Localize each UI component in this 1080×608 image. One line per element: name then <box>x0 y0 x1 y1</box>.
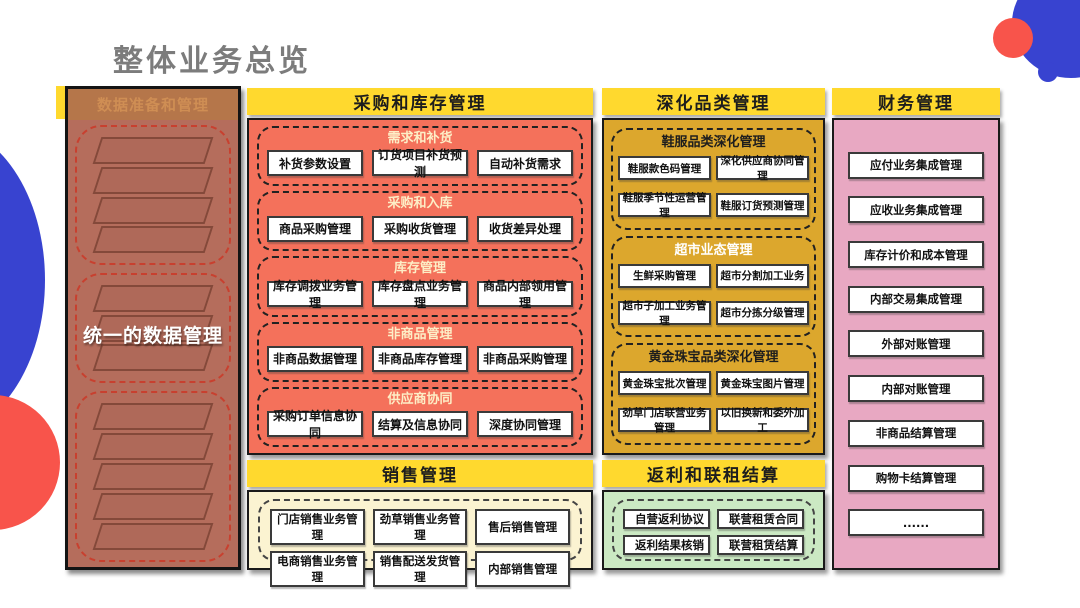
section-supplier-collaboration: 供应商协同 采购订单信息协同 结算及信息协同 深度协同管理 <box>257 386 583 448</box>
item-box: 超市子加工业务管理 <box>618 300 711 327</box>
data-entity-shape <box>92 196 214 224</box>
page-title: 整体业务总览 <box>113 44 311 79</box>
item-box: 结算及信息协同 <box>372 411 468 438</box>
section-title: 非商品管理 <box>387 326 453 342</box>
data-entity-shape <box>92 433 214 461</box>
item-box: 应收业务集成管理 <box>848 196 984 224</box>
item-box: 电商销售业务管理 <box>270 551 365 587</box>
item-box: 库存计价和成本管理 <box>848 241 984 269</box>
data-entity-shape <box>92 136 214 164</box>
section-title: 鞋服品类深化管理 <box>661 135 766 150</box>
item-box: 非商品采购管理 <box>477 345 573 372</box>
panel-category: 鞋服品类深化管理 鞋服款色码管理 深化供应商协同管理 鞋服季节性运营管理 鞋服订… <box>602 118 825 455</box>
data-entity-shape <box>92 166 214 194</box>
item-box: 购物卡结算管理 <box>848 464 984 492</box>
section-title: 需求和补货 <box>387 131 453 146</box>
data-entity-shape <box>92 344 214 372</box>
data-group-1 <box>75 125 231 266</box>
panel-rebate-header: 返利和联租结算 <box>602 460 825 487</box>
section-demand-replenishment: 需求和补货 补货参数设置 订货项目补货预测 自动补货需求 <box>257 126 583 187</box>
item-box: 收货差异处理 <box>477 215 573 242</box>
unified-data-label: 统一的数据管理 <box>82 325 223 347</box>
item-box: 自营返利协议 <box>623 509 710 529</box>
item-box: 联营租赁结算 <box>717 535 804 555</box>
item-box: 补货参数设置 <box>267 150 363 177</box>
panel-procurement: 需求和补货 补货参数设置 订货项目补货预测 自动补货需求 采购和入库 商品采购管… <box>247 118 593 455</box>
panel-rebate: 自营返利协议 联营租赁合同 返利结果核销 联营租赁结算 <box>602 490 825 570</box>
section-non-merchandise: 非商品管理 非商品数据管理 非商品库存管理 非商品采购管理 <box>257 321 583 382</box>
item-box: 商品采购管理 <box>267 215 363 242</box>
item-box: 联营租赁合同 <box>717 509 804 529</box>
panel-data-preparation-header: 数据准备和管理 <box>68 89 238 120</box>
data-group-2 <box>75 273 231 384</box>
panel-sales: 门店销售业务管理 劲草销售业务管理 售后销售管理 电商销售业务管理 销售配送发货… <box>247 490 593 587</box>
decor-blue-dot-top-right <box>1038 62 1058 82</box>
decor-red-circle-top-right <box>993 18 1033 58</box>
data-groups <box>68 120 238 567</box>
data-entity-shape <box>92 463 214 491</box>
item-box: 内部销售管理 <box>475 551 570 587</box>
item-box: 内部对账管理 <box>848 375 984 403</box>
item-box: 深化供应商协同管理 <box>716 155 809 182</box>
section-purchase-inbound: 采购和入库 商品采购管理 采购收货管理 收货差异处理 <box>257 191 583 252</box>
data-entity-shape <box>92 403 214 431</box>
data-entity-shape <box>92 226 214 254</box>
item-box: 内部交易集成管理 <box>848 285 984 313</box>
item-box: 售后销售管理 <box>475 509 570 545</box>
decor-yellow-tab <box>56 86 65 119</box>
data-entity-shape <box>92 285 214 313</box>
panel-data-preparation: 数据准备和管理 统一的数据管理 <box>65 86 241 570</box>
section-title: 超市业态管理 <box>674 242 753 258</box>
item-box: 外部对账管理 <box>848 330 984 358</box>
item-box: 超市分拣分级管理 <box>716 300 809 325</box>
data-entity-shape <box>92 493 214 521</box>
panel-finance: 应付业务集成管理 应收业务集成管理 库存计价和成本管理 内部交易集成管理 外部对… <box>832 118 1000 570</box>
section-footwear-apparel: 鞋服品类深化管理 鞋服款色码管理 深化供应商协同管理 鞋服季节性运营管理 鞋服订… <box>611 128 816 230</box>
decor-red-circle-bottom-left <box>0 395 60 530</box>
item-box: 采购收货管理 <box>372 215 468 242</box>
item-box: 非商品数据管理 <box>267 345 363 372</box>
item-box: 黄金珠宝图片管理 <box>716 371 809 396</box>
section-title: 库存管理 <box>393 261 446 277</box>
item-box: 以旧换新和委外加工 <box>716 407 809 434</box>
item-box: ...... <box>848 509 984 537</box>
item-box: 销售配送发货管理 <box>372 551 468 587</box>
item-box: 自动补货需求 <box>477 150 573 177</box>
sales-grid: 门店销售业务管理 劲草销售业务管理 售后销售管理 电商销售业务管理 销售配送发货… <box>258 499 582 587</box>
item-box: 鞋服季节性运营管理 <box>618 192 711 219</box>
item-box: 生鲜采购管理 <box>618 263 711 288</box>
item-box: 采购订单信息协同 <box>267 409 363 440</box>
panel-sales-header: 销售管理 <box>247 460 593 487</box>
item-box: 库存盘点业务管理 <box>372 279 468 310</box>
section-supermarket: 超市业态管理 生鲜采购管理 超市分割加工业务 超市子加工业务管理 超市分拣分级管… <box>611 235 816 338</box>
section-title: 黄金珠宝品类深化管理 <box>648 350 779 366</box>
data-group-3 <box>75 391 231 562</box>
decor-blue-ellipse-left <box>0 125 45 435</box>
item-box: 黄金珠宝批次管理 <box>618 371 711 396</box>
section-title: 采购和入库 <box>387 196 453 212</box>
item-box: 商品内部领用管理 <box>477 279 573 310</box>
item-box: 深度协同管理 <box>477 411 573 438</box>
panel-category-header: 深化品类管理 <box>602 88 825 115</box>
section-gold-jewelry: 黄金珠宝品类深化管理 黄金珠宝批次管理 黄金珠宝图片管理 劲草门店联营业务管理 … <box>611 343 816 446</box>
item-box: 劲草门店联营业务管理 <box>618 407 711 434</box>
item-box: 劲草销售业务管理 <box>372 509 468 545</box>
rebate-grid: 自营返利协议 联营租赁合同 返利结果核销 联营租赁结算 <box>612 499 815 561</box>
item-box: 鞋服款色码管理 <box>618 156 711 181</box>
item-box: 鞋服订货预测管理 <box>716 193 809 218</box>
item-box: 应付业务集成管理 <box>848 151 984 179</box>
panel-finance-header: 财务管理 <box>832 88 1000 115</box>
item-box: 超市分割加工业务 <box>716 263 809 288</box>
item-box: 门店销售业务管理 <box>270 509 365 545</box>
item-box: 非商品库存管理 <box>372 345 468 372</box>
panel-procurement-header: 采购和库存管理 <box>247 88 593 115</box>
item-box: 订货项目补货预测 <box>372 148 468 179</box>
item-box: 返利结果核销 <box>623 535 710 555</box>
item-box: 库存调拨业务管理 <box>267 279 363 310</box>
section-title: 供应商协同 <box>387 391 453 407</box>
section-inventory-management: 库存管理 库存调拨业务管理 库存盘点业务管理 商品内部领用管理 <box>257 256 583 317</box>
item-box: 非商品结算管理 <box>848 419 984 447</box>
data-entity-shape <box>92 523 214 550</box>
